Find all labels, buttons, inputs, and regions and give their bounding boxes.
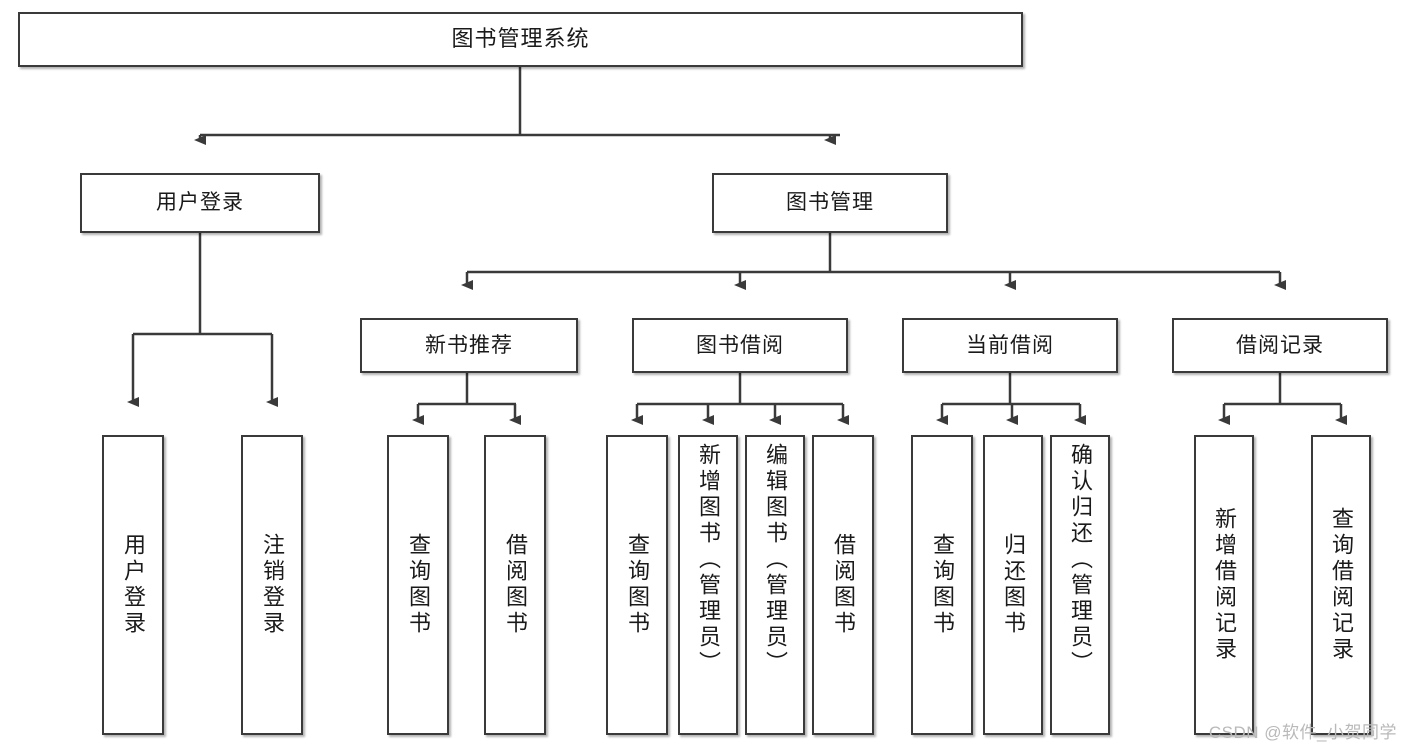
node-leaf-query-record-label: 查询借阅记录: [1329, 507, 1354, 663]
node-leaf-borrow-book-1-label: 借阅图书: [503, 533, 528, 637]
node-leaf-query-book-2[interactable]: 查询图书: [606, 435, 668, 735]
node-leaf-return-book-label: 归还图书: [1001, 533, 1026, 637]
node-leaf-add-record[interactable]: 新增借阅记录: [1194, 435, 1254, 735]
node-leaf-logout[interactable]: 注销登录: [241, 435, 303, 735]
node-book-manage-label: 图书管理: [786, 191, 874, 215]
node-leaf-borrow-book-2-label: 借阅图书: [831, 533, 856, 637]
node-leaf-edit-book[interactable]: 编辑图书（管理员）: [745, 435, 805, 735]
node-book-borrow[interactable]: 图书借阅: [632, 318, 848, 373]
node-leaf-confirm-return[interactable]: 确认归还（管理员）: [1050, 435, 1110, 735]
node-leaf-user-login[interactable]: 用户登录: [102, 435, 164, 735]
node-leaf-borrow-book-2[interactable]: 借阅图书: [812, 435, 874, 735]
node-user-login[interactable]: 用户登录: [80, 173, 320, 233]
node-new-book-rec[interactable]: 新书推荐: [360, 318, 578, 373]
node-book-manage[interactable]: 图书管理: [712, 173, 948, 233]
node-current-borrow[interactable]: 当前借阅: [902, 318, 1118, 373]
node-current-borrow-label: 当前借阅: [966, 333, 1054, 357]
node-leaf-query-book-3-label: 查询图书: [930, 533, 955, 637]
csdn-watermark: CSDN @软件_小贺同学: [1208, 723, 1397, 742]
node-user-login-label: 用户登录: [156, 191, 244, 215]
node-leaf-add-record-label: 新增借阅记录: [1212, 507, 1237, 663]
node-borrow-record-label: 借阅记录: [1236, 333, 1324, 357]
node-leaf-query-book-3[interactable]: 查询图书: [911, 435, 973, 735]
node-leaf-user-login-label: 用户登录: [121, 533, 146, 637]
node-root[interactable]: 图书管理系统: [18, 12, 1023, 67]
node-leaf-query-record[interactable]: 查询借阅记录: [1311, 435, 1371, 735]
node-book-borrow-label: 图书借阅: [696, 333, 784, 357]
node-leaf-add-book[interactable]: 新增图书（管理员）: [678, 435, 738, 735]
node-leaf-add-book-label: 新增图书（管理员）: [696, 443, 721, 677]
node-leaf-borrow-book-1[interactable]: 借阅图书: [484, 435, 546, 735]
node-leaf-return-book[interactable]: 归还图书: [983, 435, 1043, 735]
node-leaf-logout-label: 注销登录: [260, 533, 285, 637]
node-leaf-query-book-1-label: 查询图书: [406, 533, 431, 637]
node-leaf-edit-book-label: 编辑图书（管理员）: [763, 443, 788, 677]
node-leaf-confirm-return-label: 确认归还（管理员）: [1068, 443, 1093, 677]
node-root-label: 图书管理系统: [451, 26, 590, 52]
node-leaf-query-book-1[interactable]: 查询图书: [387, 435, 449, 735]
node-leaf-query-book-2-label: 查询图书: [625, 533, 650, 637]
node-borrow-record[interactable]: 借阅记录: [1172, 318, 1388, 373]
node-new-book-rec-label: 新书推荐: [425, 333, 513, 357]
